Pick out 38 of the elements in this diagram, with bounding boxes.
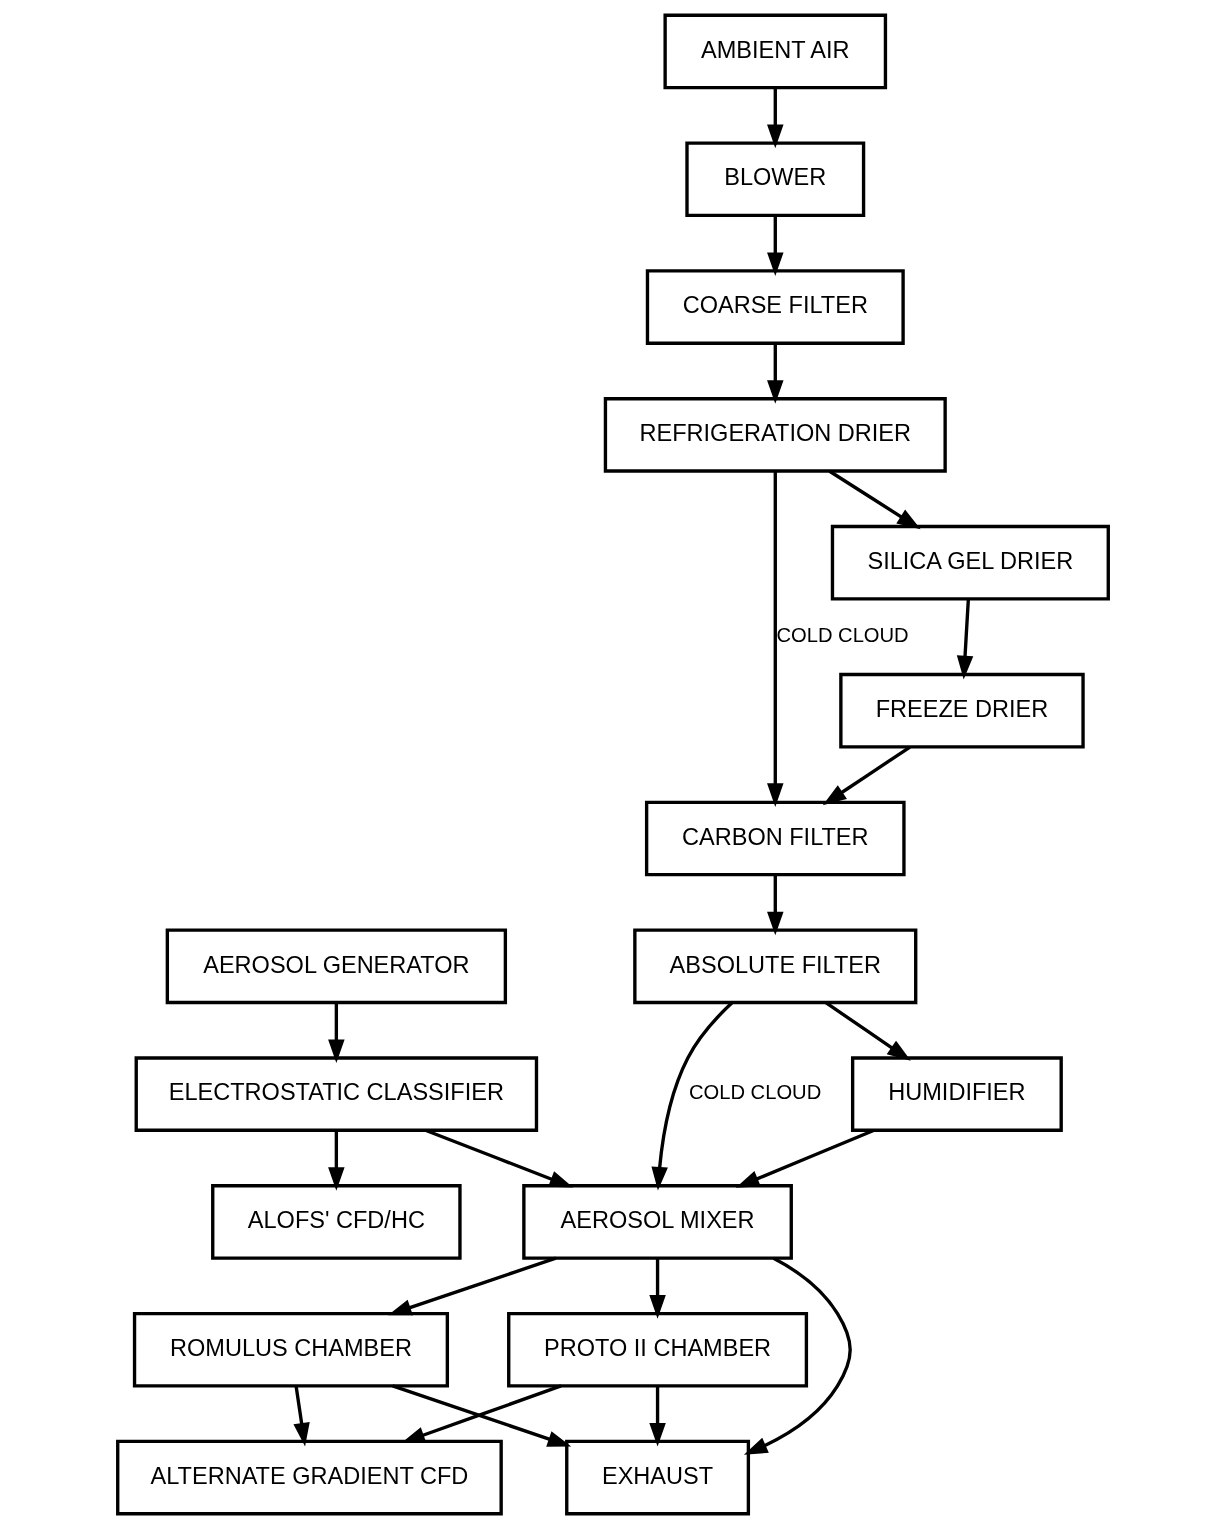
node-box: AEROSOL GENERATOR xyxy=(165,928,507,1005)
arrow xyxy=(648,1258,666,1319)
node-box: ALOFS' CFD/HC xyxy=(210,1184,462,1260)
arrow xyxy=(327,1002,345,1064)
arrow xyxy=(766,215,784,276)
node-box: HUMIDIFIER xyxy=(850,1056,1063,1132)
node-box: AEROSOL MIXER xyxy=(521,1184,793,1260)
arrow xyxy=(292,1385,310,1447)
arrow xyxy=(766,343,784,404)
node-box: ALTERNATE GRADIENT CFD xyxy=(115,1439,503,1516)
arrow xyxy=(327,1130,345,1191)
edge-label: COLD CLOUD xyxy=(688,1081,821,1104)
arrow xyxy=(766,87,784,149)
arrow xyxy=(735,1128,874,1188)
arrow xyxy=(766,874,784,936)
node-box: BLOWER xyxy=(684,141,865,218)
node-box: COARSE FILTER xyxy=(645,269,905,345)
node-box: ROMULUS CHAMBER xyxy=(132,1311,449,1388)
node-box: FREEZE DRIER xyxy=(838,672,1085,749)
node-box: ABSOLUTE FILTER xyxy=(632,928,917,1005)
node-box: AMBIENT AIR xyxy=(662,13,887,90)
node-box: EXHAUST xyxy=(564,1439,750,1516)
arrow xyxy=(743,1256,852,1455)
arrow xyxy=(387,1256,556,1316)
arrow xyxy=(766,471,784,807)
edge-label: COLD CLOUD xyxy=(775,623,909,646)
arrow xyxy=(822,745,911,806)
arrow xyxy=(824,1001,911,1061)
arrow xyxy=(650,1001,733,1191)
node-box: CARBON FILTER xyxy=(644,800,906,877)
node-box: ELECTROSTATIC CLASSIFIER xyxy=(134,1056,538,1132)
arrow xyxy=(956,599,973,680)
node-box: PROTO II CHAMBER xyxy=(506,1311,808,1388)
arrow xyxy=(648,1386,666,1447)
node-box: SILICA GEL DRIER xyxy=(830,524,1110,601)
arrow xyxy=(828,469,921,530)
node-box: REFRIGERATION DRIER xyxy=(603,397,947,473)
arrow xyxy=(424,1128,573,1188)
